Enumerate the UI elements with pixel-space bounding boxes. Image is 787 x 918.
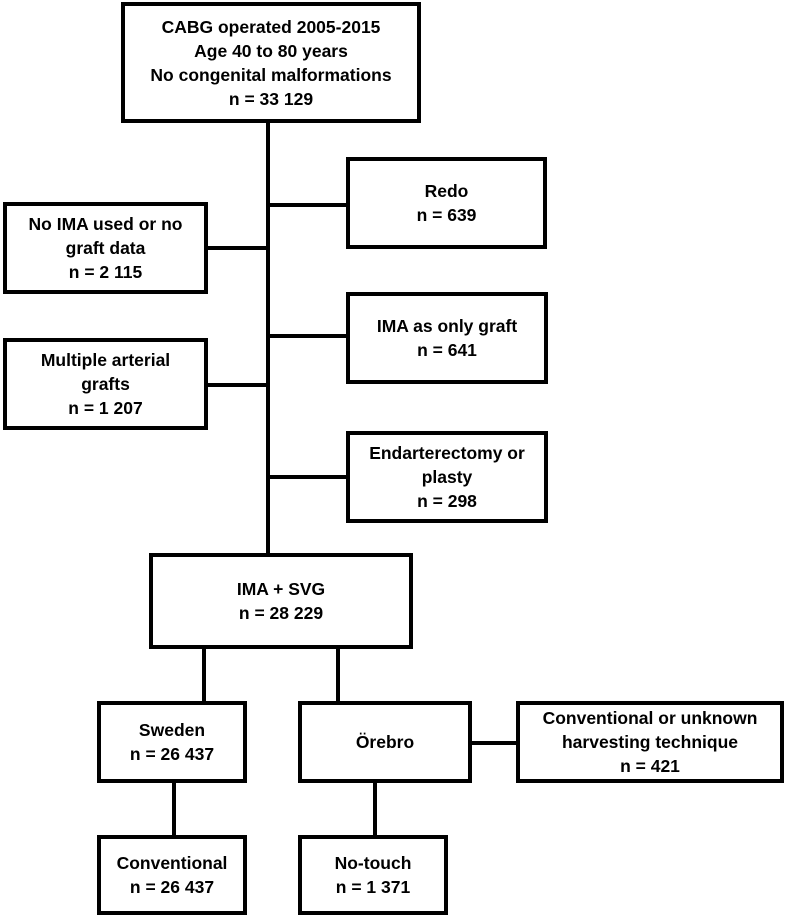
branch-endarterectomy-line: [266, 475, 348, 479]
ima-svg-line-1: IMA + SVG: [236, 579, 326, 599]
multi-arterial-line-2: grafts: [81, 374, 130, 394]
ima-only-line-1: IMA as only graft: [376, 316, 518, 336]
main-trunk-line: [266, 121, 270, 555]
redo-line-2: n = 639: [416, 205, 477, 225]
sweden-box: Sweden n = 26 437: [97, 701, 247, 783]
endarterectomy-box: Endarterectomy or plasty n = 298: [346, 431, 548, 523]
branch-multi-arterial-line: [205, 383, 270, 387]
ima-only-line-2: n = 641: [417, 340, 477, 360]
endarterectomy-line-1: Endarterectomy or: [369, 443, 525, 463]
endarterectomy-line-3: n = 298: [417, 491, 477, 511]
conv-unknown-line-3: n = 421: [620, 756, 680, 776]
branch-ima-only-line: [266, 334, 348, 338]
no-ima-box: No IMA used or no graft data n = 2 115: [3, 202, 208, 294]
conventional-line-2: n = 26 437: [129, 877, 215, 897]
redo-box: Redo n = 639: [346, 157, 547, 249]
orebro-line-1: Örebro: [355, 732, 415, 752]
ima-svg-box: IMA + SVG n = 28 229: [149, 553, 413, 649]
no-ima-line-2: graft data: [65, 238, 146, 258]
sweden-to-conventional-line: [172, 781, 176, 837]
total-line-1: CABG operated 2005-2015: [161, 16, 381, 37]
orebro-to-no-touch-line: [373, 781, 377, 837]
ima-only-box: IMA as only graft n = 641: [346, 292, 548, 384]
redo-line-1: Redo: [424, 181, 469, 201]
no-touch-box: No-touch n = 1 371: [298, 835, 448, 915]
sweden-line-2: n = 26 437: [129, 744, 215, 764]
no-touch-line-2: n = 1 371: [335, 877, 411, 897]
ima-svg-to-orebro-line: [336, 647, 340, 703]
ima-svg-line-2: n = 28 229: [238, 603, 324, 623]
conv-unknown-line-2: harvesting technique: [561, 732, 738, 752]
conventional-box: Conventional n = 26 437: [97, 835, 247, 915]
multi-arterial-box: Multiple arterial grafts n = 1 207: [3, 338, 208, 430]
branch-no-ima-line: [205, 246, 270, 250]
total-line-3: No congenital malformations: [150, 64, 392, 85]
ima-svg-to-sweden-line: [202, 647, 206, 703]
orebro-to-conv-unknown-line: [470, 741, 518, 745]
no-touch-line-1: No-touch: [334, 853, 412, 873]
no-ima-line-1: No IMA used or no: [28, 214, 183, 234]
conv-unknown-box: Conventional or unknown harvesting techn…: [516, 701, 784, 783]
endarterectomy-line-2: plasty: [421, 467, 473, 487]
multi-arterial-line-3: n = 1 207: [68, 398, 143, 418]
total-cohort-box: CABG operated 2005-2015 Age 40 to 80 yea…: [121, 2, 421, 123]
conventional-line-1: Conventional: [116, 853, 228, 873]
total-line-4: n = 33 129: [228, 88, 314, 109]
branch-redo-line: [266, 203, 348, 207]
multi-arterial-line-1: Multiple arterial: [40, 350, 171, 370]
orebro-box: Örebro: [298, 701, 472, 783]
no-ima-line-3: n = 2 115: [68, 262, 143, 282]
sweden-line-1: Sweden: [138, 720, 206, 740]
total-line-2: Age 40 to 80 years: [194, 40, 348, 61]
conv-unknown-line-1: Conventional or unknown: [542, 708, 758, 728]
